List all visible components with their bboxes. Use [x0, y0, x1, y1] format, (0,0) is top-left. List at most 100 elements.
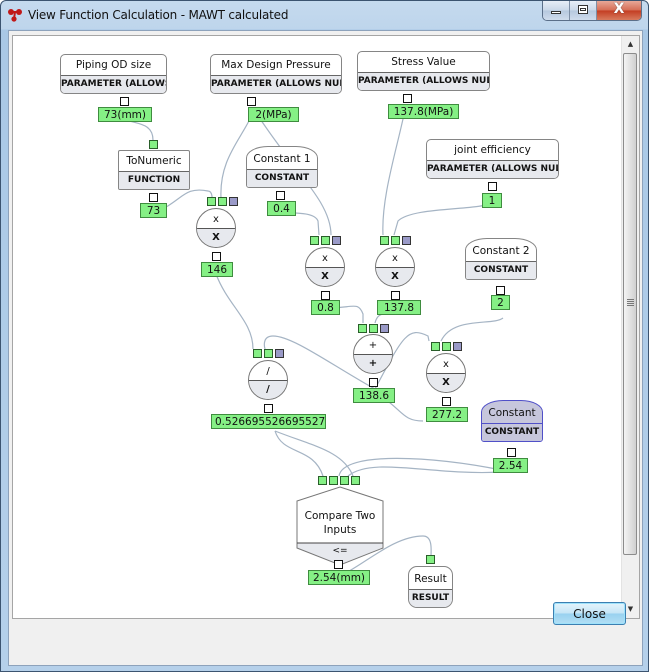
node-constant-2[interactable]: Constant 2 CONSTANT [465, 238, 537, 280]
op-label: X [376, 268, 414, 286]
output-port[interactable] [403, 94, 412, 103]
node-multiply-3[interactable]: x X [375, 247, 415, 287]
grip-icon [627, 299, 634, 306]
input-port[interactable] [369, 324, 378, 333]
connector [274, 430, 324, 477]
node-multiply-2[interactable]: x X [305, 247, 345, 287]
input-port[interactable] [149, 140, 158, 149]
output-port[interactable] [334, 560, 343, 569]
node-add[interactable]: + + [353, 334, 393, 374]
node-stress-value[interactable]: Stress Value PARAMETER (ALLOWS NULL) [357, 51, 490, 91]
output-port[interactable] [276, 191, 285, 200]
output-port[interactable] [247, 97, 256, 106]
close-button[interactable]: Close [553, 602, 626, 625]
diagram-viewport[interactable]: Piping OD size PARAMETER (ALLOWS NULL) 7… [12, 35, 640, 619]
compare-title-line2: Inputs [323, 524, 357, 536]
connector [338, 457, 502, 477]
connector [215, 273, 254, 350]
input-port[interactable] [310, 236, 319, 245]
value-constant-2: 2 [491, 295, 510, 310]
node-title: Stress Value [358, 52, 489, 73]
connector [263, 335, 376, 390]
node-type: PARAMETER (ALLOWS NULL) [427, 161, 558, 178]
input-port[interactable] [442, 342, 451, 351]
minimize-button[interactable] [543, 1, 570, 20]
scrollbar-thumb[interactable] [623, 53, 637, 555]
output-port[interactable] [507, 448, 516, 457]
input-port-extra[interactable] [402, 236, 411, 245]
value-multiply-4: 277.2 [426, 407, 468, 422]
node-type: PARAMETER (ALLOWS NULL) [211, 76, 341, 93]
input-port-extra[interactable] [380, 324, 389, 333]
input-port[interactable] [351, 476, 360, 485]
value-max-pressure: 2(MPa) [248, 107, 299, 122]
output-port[interactable] [442, 397, 451, 406]
node-constant-selected[interactable]: Constant CONSTANT [481, 400, 543, 442]
input-port[interactable] [207, 197, 216, 206]
input-port[interactable] [391, 236, 400, 245]
op-symbol: + [354, 335, 392, 355]
op-label: X [306, 268, 344, 286]
connector [440, 317, 504, 342]
node-title: Piping OD size [61, 55, 166, 76]
output-port[interactable] [120, 97, 129, 106]
input-port[interactable] [358, 324, 367, 333]
scroll-down-icon[interactable]: ▼ [627, 605, 634, 613]
value-compare: 2.54(mm) [308, 570, 370, 585]
title-bar[interactable]: View Function Calculation - MAWT calcula… [1, 1, 648, 29]
output-port[interactable] [149, 193, 158, 202]
input-port[interactable] [426, 555, 435, 564]
output-port[interactable] [212, 252, 221, 261]
node-tonumeric[interactable]: ToNumeric FUNCTION [118, 150, 190, 190]
dialog-client-area: Piping OD size PARAMETER (ALLOWS NULL) 7… [8, 30, 643, 666]
op-label: X [197, 229, 235, 247]
output-port[interactable] [369, 378, 378, 387]
scroll-up-icon[interactable]: ▲ [627, 40, 634, 48]
node-type: CONSTANT [247, 170, 317, 187]
input-port[interactable] [321, 236, 330, 245]
op-symbol: x [376, 248, 414, 268]
output-port[interactable] [488, 182, 497, 191]
node-joint-efficiency[interactable]: joint efficiency PARAMETER (ALLOWS NULL) [426, 139, 559, 179]
node-max-design-pressure[interactable]: Max Design Pressure PARAMETER (ALLOWS NU… [210, 54, 342, 94]
value-divide: 0.526695526695527 [211, 414, 326, 429]
input-port-extra[interactable] [275, 349, 284, 358]
node-title: Constant 2 [466, 239, 536, 262]
connector [347, 466, 502, 477]
input-port[interactable] [380, 236, 389, 245]
input-port[interactable] [431, 342, 440, 351]
op-label: X [427, 374, 465, 392]
input-port-extra[interactable] [332, 236, 341, 245]
node-type: CONSTANT [466, 262, 536, 279]
node-multiply-4[interactable]: x X [426, 353, 466, 393]
node-type: PARAMETER (ALLOWS NULL) [61, 76, 166, 93]
input-port[interactable] [318, 476, 327, 485]
window-close-button[interactable]: X [597, 1, 641, 20]
input-port[interactable] [264, 349, 273, 358]
output-port[interactable] [496, 286, 505, 295]
connector [337, 535, 432, 578]
input-port-extra[interactable] [453, 342, 462, 351]
output-port[interactable] [391, 291, 400, 300]
output-port[interactable] [321, 291, 330, 300]
connector [374, 331, 430, 390]
node-type: CONSTANT [482, 424, 542, 441]
node-multiply-1[interactable]: x X [196, 208, 236, 248]
input-port[interactable] [218, 197, 227, 206]
node-piping-od-size[interactable]: Piping OD size PARAMETER (ALLOWS NULL) [60, 54, 167, 94]
node-result[interactable]: Result RESULT [408, 566, 453, 608]
value-constant-1: 0.4 [267, 201, 296, 216]
input-port[interactable] [253, 349, 262, 358]
value-multiply-2: 0.8 [311, 300, 340, 315]
node-compare-two-inputs[interactable] [295, 486, 385, 568]
node-divide[interactable]: / / [248, 360, 288, 400]
input-port-extra[interactable] [229, 197, 238, 206]
node-constant-1[interactable]: Constant 1 CONSTANT [246, 146, 318, 188]
node-type: RESULT [409, 590, 452, 607]
input-port[interactable] [340, 476, 349, 485]
op-symbol: x [306, 248, 344, 268]
output-port[interactable] [264, 404, 273, 413]
input-port[interactable] [329, 476, 338, 485]
maximize-button[interactable] [570, 1, 597, 20]
vertical-scrollbar[interactable]: ▲ ▼ [621, 36, 639, 618]
